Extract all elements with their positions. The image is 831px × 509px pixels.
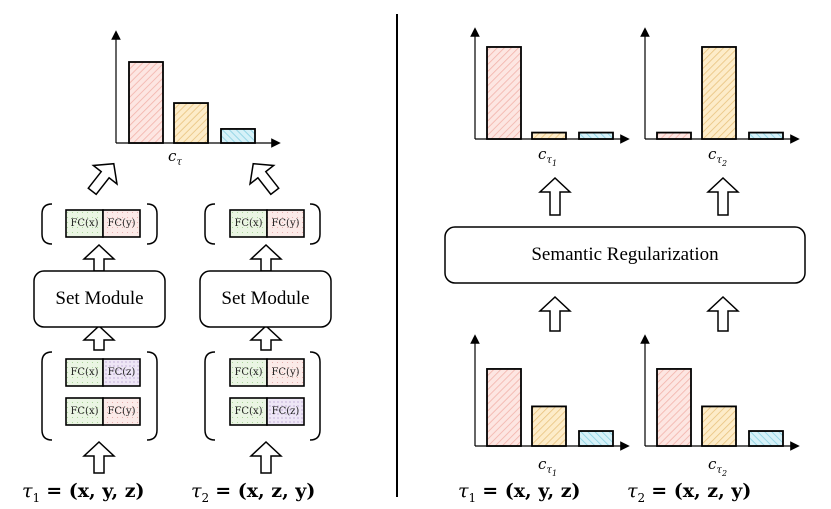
col1-input-row-2-cell-2 [102,397,141,426]
tau1-equation-left: τ1 = (x, y, z) [22,480,145,505]
tau2-equation-left: τ2 = (x, z, y) [191,480,316,505]
bottom-hist-2-bar-2 [701,405,737,447]
col1-input-row-1-cell-2 [102,358,141,387]
input-bracket-2 [204,351,321,441]
up-arrow-setmodule-out-1 [82,243,116,272]
input-bracket-2-left [204,351,216,441]
col1-output-row-cell-2 [102,209,141,238]
col1-input-row-2-cell-label-2: FC(y) [107,406,136,417]
col2-input-row-2-cell-label-2: FC(z) [271,406,300,417]
semantic-regularization-box [444,226,806,284]
left-histogram-bar-2 [173,102,209,144]
input-bracket-1-right [146,351,158,441]
set-module-label-2: Set Module [221,288,310,309]
col1-input-row-1-cell-label-2: FC(z) [107,367,136,378]
top-hist-2-bar-3 [748,131,784,140]
input-bracket-1-left [41,351,53,441]
col2-output-row-cell-2 [266,209,305,238]
top-hist-2-bar-1 [656,131,692,140]
output-bracket-1 [41,203,158,245]
output-bracket-1-right [146,203,158,245]
diag-arrow-1 [87,162,119,196]
top-hist-2-caption: cτ2 [708,145,728,168]
tau1-equation-right: τ1 = (x, y, z) [458,480,581,505]
bottom-hist-2-caption: cτ2 [708,455,728,478]
input-bracket-2-right [309,351,321,441]
col2-input-row-1-cell-label-1: FC(x) [234,367,263,378]
up-arrow-reg-out-1 [538,176,572,216]
up-arrow-setmodule-in-1 [82,324,116,351]
top-hist-2 [640,27,800,144]
up-arrow-input-2 [249,440,283,474]
top-hist-1-bar-2 [531,131,567,140]
output-bracket-2-left [204,203,216,245]
up-arrow-setmodule-out-2 [249,243,283,272]
left-histogram [111,30,281,148]
top-hist-2-bar-2 [701,46,737,140]
bottom-hist-1-bar-3 [578,430,614,447]
col2-input-row-2-cell-1 [229,397,268,426]
set-module-label-1: Set Module [55,288,144,309]
col1-input-row-2-cell-label-1: FC(x) [70,406,99,417]
set-module-box-1 [33,270,166,328]
top-hist-1-caption: cτ1 [538,145,558,168]
set-module-box-2 [199,270,332,328]
up-arrow-reg-in-1 [538,295,572,332]
col1-input-row-1-cell-label-1: FC(x) [70,367,99,378]
bottom-hist-1 [470,334,630,451]
col2-input-row-2-cell-2 [266,397,305,426]
output-bracket-1-left [41,203,53,245]
left-histogram-bar-1 [128,61,164,144]
up-arrow-input-1 [82,440,116,474]
top-hist-1-bar-3 [578,131,614,140]
col2-input-row-1-cell-2 [266,358,305,387]
diag-arrow-2 [248,162,280,196]
up-arrow-setmodule-in-2 [249,324,283,351]
bottom-hist-2 [640,334,800,451]
bottom-hist-1-bar-2 [531,405,567,447]
semantic-regularization-label: Semantic Regularization [531,244,719,265]
col2-output-row-cell-label-2: FC(y) [271,218,300,229]
bottom-hist-1-bar-1 [486,368,522,447]
col1-input-row-1-cell-1 [65,358,104,387]
bottom-hist-2-bar-1 [656,368,692,447]
output-bracket-2-right [309,203,321,245]
left-histogram-bar-3 [220,128,256,144]
tau2-equation-right: τ2 = (x, z, y) [627,480,752,505]
col2-output-row-cell-label-1: FC(x) [234,218,263,229]
col1-output-row-cell-label-1: FC(x) [70,218,99,229]
top-hist-1-bar-1 [486,46,522,140]
col2-input-row-1-cell-label-2: FC(y) [271,367,300,378]
up-arrow-reg-in-2 [706,295,740,332]
bottom-hist-2-bar-3 [748,430,784,447]
bottom-hist-1-caption: cτ1 [538,455,558,478]
up-arrow-reg-out-2 [706,176,740,216]
col1-output-row-cell-label-2: FC(y) [107,218,136,229]
col2-input-row-2-cell-label-1: FC(x) [234,406,263,417]
left-histogram-caption: cτ [168,147,182,168]
input-bracket-1 [41,351,158,441]
top-hist-1 [470,27,630,144]
output-bracket-2 [204,203,321,245]
